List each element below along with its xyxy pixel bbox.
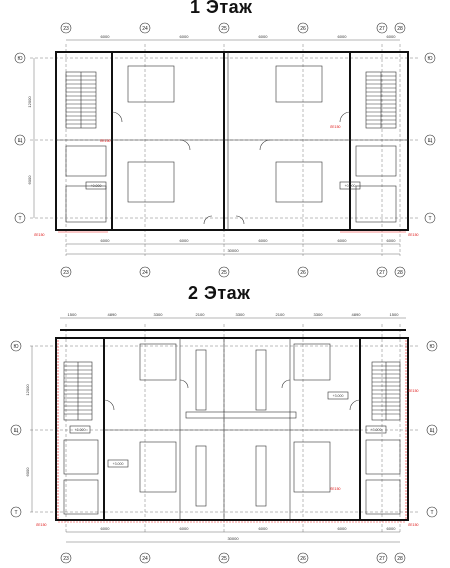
- axis-label: Т: [428, 216, 431, 222]
- dim-label: 6000: [259, 34, 269, 39]
- dim-label: 3300: [236, 312, 246, 317]
- grid-lines: [30, 324, 420, 532]
- stair-right: [371, 361, 401, 421]
- red-mark: ЛЕ150: [330, 487, 341, 491]
- axis-label: Щ: [428, 138, 433, 144]
- axis-label: Ю: [429, 344, 434, 350]
- stair-right: [365, 71, 397, 129]
- axis-label: 26: [300, 270, 306, 276]
- axis-label: Щ: [18, 138, 23, 144]
- dim-label: 6000: [259, 238, 269, 243]
- dim-label: 6000: [101, 238, 111, 243]
- axis-label: Щ: [430, 428, 435, 434]
- dim-label: 1500: [390, 312, 400, 317]
- dim-label: 4890: [352, 312, 362, 317]
- bottom-axis-markers: 23 24 25 26 27 28: [60, 266, 406, 278]
- dim-label: 6000: [259, 526, 269, 531]
- axis-label: Щ: [14, 428, 19, 434]
- dim-label: 6000: [338, 526, 348, 531]
- dim-label: 6000: [180, 526, 190, 531]
- level-mark: +3.000: [75, 428, 86, 432]
- axis-label: 27: [379, 556, 385, 562]
- axis-label: 23: [63, 556, 69, 562]
- dim-label: 6000: [338, 34, 348, 39]
- axis-label: Ю: [427, 56, 432, 62]
- axis-label: 28: [397, 270, 403, 276]
- bottom-axis-markers: 23 24 25 26 27 28: [60, 552, 406, 564]
- axis-label: 28: [397, 26, 403, 32]
- dim-label: 4890: [108, 312, 118, 317]
- furniture-rows: [185, 349, 297, 507]
- level-mark: +3.000: [113, 462, 124, 466]
- dim-label: 2100: [276, 312, 286, 317]
- dim-label: 6000: [387, 238, 397, 243]
- axis-label: 24: [142, 270, 148, 276]
- level-mark: +3.000: [333, 394, 344, 398]
- axis-label: 23: [63, 26, 69, 32]
- floor-1-title: 1 Этаж: [190, 0, 253, 17]
- axis-label: 27: [379, 26, 385, 32]
- red-mark: ЛЕ150: [408, 523, 419, 527]
- red-mark: ЛЕ150: [408, 233, 419, 237]
- axis-label: 25: [221, 270, 227, 276]
- dim-label: 6000: [387, 526, 397, 531]
- floor-2-plan: 1500 4890 3300 2100 3300 2100 3300 4890 …: [10, 312, 438, 564]
- axis-label: 24: [142, 556, 148, 562]
- right-axis-markers: Ю Щ Т: [426, 340, 438, 518]
- dim-label: 3300: [154, 312, 164, 317]
- axis-label: Ю: [13, 344, 18, 350]
- axis-label: 24: [142, 26, 148, 32]
- dim-label: 1500: [68, 312, 78, 317]
- stair-left: [65, 71, 97, 129]
- outer-walls: [55, 337, 409, 521]
- top-axis-markers: 23 24 25 26 27 28: [60, 22, 406, 34]
- axis-label: 27: [379, 270, 385, 276]
- level-mark: +0.000: [345, 184, 356, 188]
- outer-walls: [55, 51, 409, 231]
- dim-label: 2100: [196, 312, 206, 317]
- dim-label: 6000: [180, 34, 190, 39]
- stair-left: [63, 361, 93, 421]
- dim-label: 12000: [27, 96, 32, 108]
- dim-label: 3300: [314, 312, 324, 317]
- axis-label: 26: [300, 556, 306, 562]
- axis-label: Т: [430, 510, 433, 516]
- dim-label: 12000: [25, 384, 30, 396]
- axis-label: 25: [221, 26, 227, 32]
- axis-label: Т: [18, 216, 21, 222]
- right-axis-markers: Ю Щ Т: [424, 52, 436, 224]
- dim-label: 6000: [387, 34, 397, 39]
- left-axis-markers: Ю Щ Т: [14, 52, 26, 224]
- floor-1-plan: 23 24 25 26 27 28 6000 6000 6000 6000 60…: [14, 22, 436, 278]
- axis-label: 26: [300, 26, 306, 32]
- red-mark: ЛЕ150: [100, 139, 111, 143]
- left-axis-markers: Ю Щ Т: [10, 340, 22, 518]
- level-mark: +0.000: [91, 184, 102, 188]
- floor-2-title: 2 Этаж: [188, 283, 251, 303]
- red-mark: ЛЕ150: [34, 233, 45, 237]
- axis-label: 23: [63, 270, 69, 276]
- level-mark: +3.000: [371, 428, 382, 432]
- red-mark: ЛЕ150: [408, 389, 419, 393]
- axis-label: 25: [221, 556, 227, 562]
- axis-label: Т: [14, 510, 17, 516]
- axis-label: 28: [397, 556, 403, 562]
- overall-dim: 30000: [227, 248, 239, 253]
- dim-label: 6000: [101, 526, 111, 531]
- dim-label: 6000: [180, 238, 190, 243]
- red-mark: ЛЕ150: [330, 125, 341, 129]
- dim-label: 6000: [338, 238, 348, 243]
- dim-label: 6000: [25, 467, 30, 477]
- overall-dim: 30000: [227, 536, 239, 541]
- red-mark: ЛЕ150: [36, 523, 47, 527]
- dim-label: 6000: [27, 175, 32, 185]
- axis-label: Ю: [17, 56, 22, 62]
- dim-label: 6000: [101, 34, 111, 39]
